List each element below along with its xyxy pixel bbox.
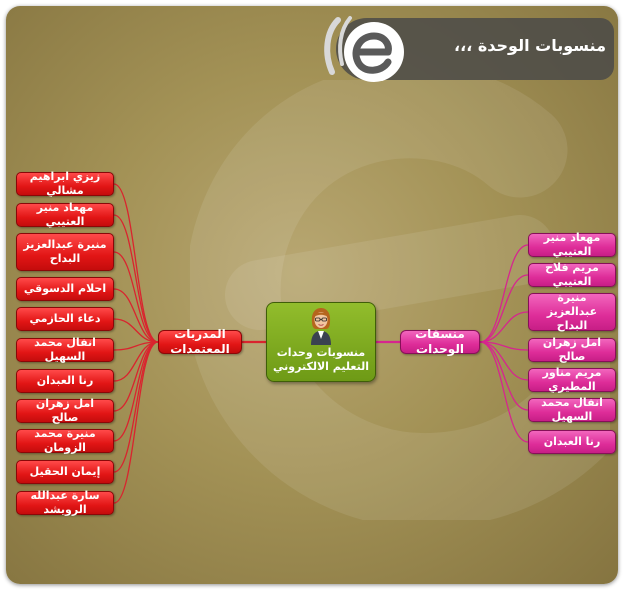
right-item-node-label: امل زهران صالح: [542, 336, 602, 363]
left-item-node: زيزي ابراهيم مشالي: [16, 170, 114, 197]
left-item-node: رنا العبدان: [16, 369, 114, 393]
left-item-node-label: رنا العبدان: [36, 374, 94, 388]
left-item-node: سارة عبدالله الرويشد: [16, 489, 114, 516]
left-branch-node: المدربات المعتمدات: [158, 327, 242, 356]
left-item-node: منيرة عبدالعزيز البداح: [16, 233, 114, 271]
left-item-node-label: إيمان الحقيل: [29, 465, 101, 479]
right-item-node-label: انفال محمد السهيل: [541, 396, 603, 423]
e-logo-icon: [324, 16, 404, 82]
left-item-node: انفال محمد السهيل: [16, 336, 114, 363]
right-branch-label: منسقات الوحدات: [415, 327, 465, 356]
left-item-node: مهعاد منير العتيبي: [16, 201, 114, 228]
left-item-node-label: احلام الدسوقي: [23, 282, 107, 296]
left-item-node-label: مهعاد منير العتيبي: [36, 201, 94, 228]
right-item-node: مهعاد منير العتيبي: [528, 231, 616, 258]
woman-avatar-icon: [311, 308, 331, 345]
right-item-node-label: رنا العبدان: [543, 435, 601, 449]
right-item-node: امل زهران صالح: [528, 336, 616, 363]
left-item-node-label: امل زهران صالح: [35, 397, 95, 424]
left-branch-label: المدربات المعتمدات: [170, 327, 230, 356]
right-item-node: منيرة عبدالعزيز البداح: [528, 291, 616, 332]
right-item-node: انفال محمد السهيل: [528, 396, 616, 423]
right-item-node: مريم فلاح العتيبي: [528, 261, 616, 288]
left-item-node: امل زهران صالح: [16, 397, 114, 424]
right-item-node: رنا العبدان: [528, 430, 616, 454]
page-title: منسوبات الوحدة ،،،: [454, 36, 606, 55]
left-item-node-label: دعاء الحازمي: [29, 312, 101, 326]
right-item-node-label: مريم فلاح العتيبي: [545, 261, 599, 288]
right-item-node-label: مريم مناور المطيري: [542, 366, 602, 393]
left-item-node-label: زيزي ابراهيم مشالي: [29, 170, 101, 197]
right-item-node-label: مهعاد منير العتيبي: [543, 231, 601, 258]
left-item-node-label: منيرة محمد الزومان: [34, 427, 96, 454]
right-branch-node: منسقات الوحدات: [400, 327, 480, 356]
left-item-node: منيرة محمد الزومان: [16, 427, 114, 454]
left-item-node: دعاء الحازمي: [16, 307, 114, 331]
right-item-node: مريم مناور المطيري: [528, 366, 616, 393]
left-item-node: إيمان الحقيل: [16, 460, 114, 484]
left-item-node-label: سارة عبدالله الرويشد: [30, 489, 100, 516]
right-item-node-label: منيرة عبدالعزيز البداح: [546, 291, 598, 332]
center-node: منسوبات وحدات التعليم الالكتروني: [266, 302, 376, 382]
left-item-node-label: انفال محمد السهيل: [34, 336, 96, 363]
left-item-node-label: منيرة عبدالعزيز البداح: [23, 238, 107, 265]
left-item-node: احلام الدسوقي: [16, 277, 114, 301]
center-label: منسوبات وحدات التعليم الالكتروني: [273, 346, 369, 373]
